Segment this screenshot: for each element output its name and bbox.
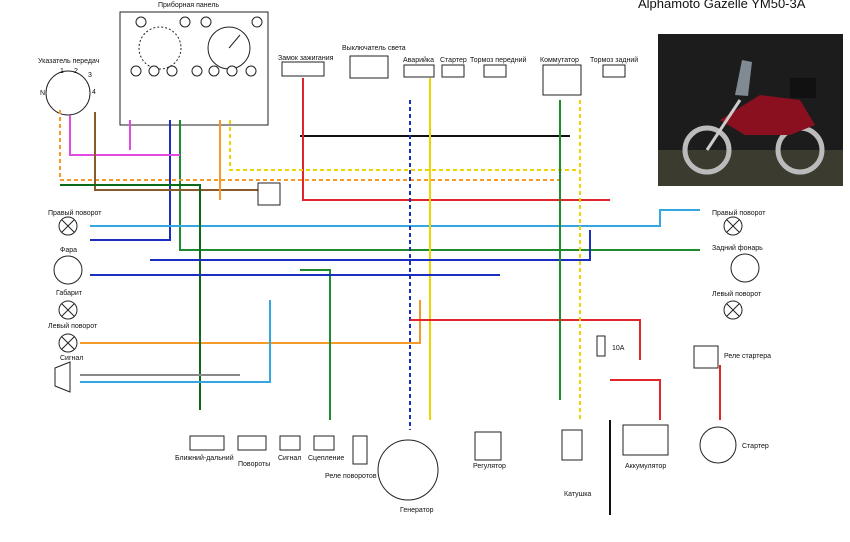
parking-light: Габарит: [56, 289, 83, 320]
signal-label: Сигнал: [278, 455, 301, 462]
gear-indicator-label: Указатель передач: [38, 58, 100, 65]
regulator-label: Регулятор: [473, 463, 506, 470]
tail-light-label: Задний фонарь: [712, 244, 763, 252]
battery: Аккумулятор: [622, 424, 669, 470]
clutch-label: Сцепление: [308, 455, 344, 462]
right-turn-front: Правый поворот: [48, 209, 102, 236]
left-turn-rear: Левый поворот: [712, 290, 762, 320]
left-turn-rear-label: Левый поворот: [712, 290, 762, 298]
high-low-switch: Ближний-дальний: [175, 435, 234, 462]
clutch-switch: Сцепление: [308, 435, 344, 462]
rear-brake-label: Тормоз задний: [590, 56, 638, 64]
starter-motor: Стартер: [699, 426, 769, 464]
wires: [59, 78, 721, 515]
diagram-title: Alphamoto Gazelle YM50-3A: [638, 0, 806, 11]
turn-relay-label: Реле поворотов: [325, 473, 377, 480]
generator: Генератор: [377, 439, 439, 514]
front-brake-label: Тормоз передний: [470, 56, 526, 64]
dashboard: Приборная панель: [119, 1, 269, 126]
light-switch-label: Выключатель света: [342, 45, 406, 52]
fuse-label: 10А: [612, 345, 625, 352]
ignition-coil: Катушка: [561, 429, 591, 498]
gear-indicator: Указатель передач N 1 2 3 4: [38, 58, 100, 116]
commutator-label: Коммутатор: [540, 57, 579, 64]
generator-label: Генератор: [400, 507, 434, 514]
ignition-label: Замок зажигания: [278, 55, 334, 62]
fuse: 10А: [596, 335, 625, 357]
dashboard-label: Приборная панель: [158, 1, 219, 9]
high-low-label: Ближний-дальний: [175, 454, 234, 462]
gear-n-label: N: [40, 90, 45, 97]
rectifier: [257, 182, 281, 206]
rear-brake-switch: Тормоз задний: [590, 56, 638, 78]
light-switch: Выключатель света: [342, 45, 406, 79]
starter-motor-label: Стартер: [742, 443, 769, 450]
starter-relay: Реле стартера: [693, 345, 771, 369]
right-turn-rear: Правый поворот: [712, 209, 766, 236]
headlight: Фара: [53, 247, 83, 285]
ignition-switch: Замок зажигания: [278, 55, 334, 77]
parking-label: Габарит: [56, 289, 83, 297]
left-turn-front-label: Левый поворот: [48, 322, 98, 330]
signal-switch: Сигнал: [278, 435, 301, 462]
coil-label: Катушка: [564, 491, 591, 498]
gear-2-label: 2: [74, 68, 78, 75]
dashboard-lamps: [130, 16, 263, 77]
gear-4-label: 4: [92, 89, 96, 96]
regulator: Регулятор: [473, 431, 506, 470]
tail-light: Задний фонарь: [712, 244, 763, 283]
turns-label: Повороты: [238, 461, 270, 468]
turn-relay: Реле поворотов: [325, 435, 377, 480]
right-turn-rear-label: Правый поворот: [712, 209, 766, 217]
gear-1-label: 1: [60, 68, 64, 75]
battery-label: Аккумулятор: [625, 463, 666, 470]
horn: Сигнал: [54, 355, 83, 393]
hazard-switch: Аварийка: [403, 56, 435, 78]
horn-label: Сигнал: [60, 355, 83, 362]
starter-relay-label: Реле стартера: [724, 353, 771, 360]
front-brake-switch: Тормоз передний: [470, 56, 526, 78]
hazard-label: Аварийка: [403, 56, 434, 64]
right-turn-front-label: Правый поворот: [48, 209, 102, 217]
gear-3-label: 3: [88, 72, 92, 79]
left-turn-front: Левый поворот: [48, 322, 98, 353]
starter-button-label: Стартер: [440, 57, 467, 64]
turns-switch: Повороты: [237, 435, 270, 468]
starter-button: Стартер: [440, 57, 467, 78]
motorcycle-photo: [658, 34, 843, 186]
headlight-label: Фара: [60, 247, 77, 254]
commutator: Коммутатор: [540, 57, 582, 96]
